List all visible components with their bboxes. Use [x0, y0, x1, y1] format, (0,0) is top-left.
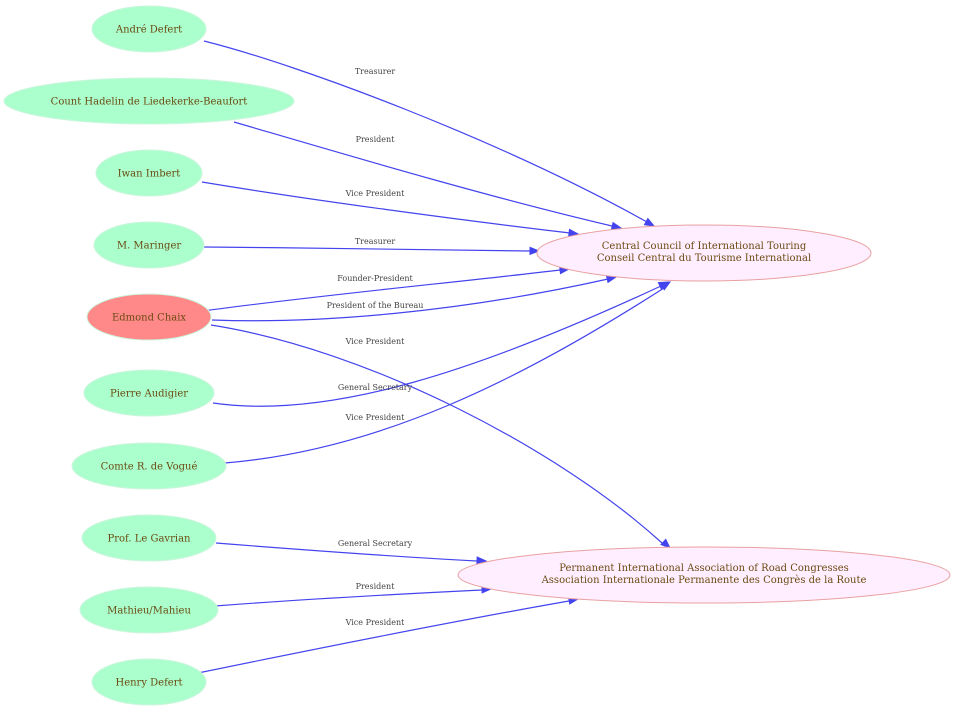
node-shape[interactable] [81, 514, 217, 562]
edge-line [197, 600, 570, 674]
node-shape[interactable] [95, 149, 203, 197]
edge-label: President [356, 582, 396, 591]
edge: Treasurer [203, 237, 541, 256]
node-shape[interactable] [71, 442, 227, 490]
edge-line [212, 285, 662, 407]
node-label: Association Internationale Permanente de… [541, 575, 867, 586]
edge-line [203, 246, 531, 252]
edge: Vice President [210, 324, 672, 549]
person-node[interactable]: Mathieu/Mahieu [79, 586, 219, 634]
edge: President of the Bureau [211, 274, 618, 322]
node-shape[interactable] [91, 658, 207, 706]
edge-label: Vice President [345, 189, 406, 198]
node-shape[interactable] [457, 546, 951, 604]
node-label: Henry Defert [115, 678, 182, 689]
person-node[interactable]: Iwan Imbert [95, 149, 203, 197]
edge-label: Vice President [345, 618, 406, 627]
person-node[interactable]: Comte R. de Vogué [71, 442, 227, 490]
person-node[interactable]: André Defert [91, 5, 207, 53]
edge-line [233, 121, 613, 227]
person-node[interactable]: Henry Defert [91, 658, 207, 706]
edge-label: Treasurer [355, 237, 395, 246]
edge-label: Treasurer [355, 67, 395, 76]
arrowhead-icon [643, 217, 656, 227]
edge-line [224, 287, 665, 464]
edge-label: President [356, 135, 396, 144]
edge-line [215, 542, 478, 562]
edge-label: General Secretary [338, 383, 413, 392]
person-node[interactable]: M. Maringer [93, 221, 205, 269]
edge-line [214, 589, 483, 607]
arrowhead-icon [659, 281, 672, 291]
edge: Vice President [224, 281, 672, 464]
edge-label: Vice President [345, 337, 406, 346]
node-label: Central Council of International Touring [602, 241, 807, 252]
node-label: Edmond Chaix [112, 313, 186, 324]
node-label: Iwan Imbert [118, 169, 181, 180]
node-shape[interactable] [86, 293, 212, 341]
edge-label: Vice President [345, 413, 406, 422]
edge: Treasurer [203, 40, 656, 227]
edge-label: Founder-President [337, 274, 413, 283]
node-shape[interactable] [83, 369, 215, 417]
node-shape[interactable] [3, 77, 295, 125]
node-shape[interactable] [79, 586, 219, 634]
edge-label: President of the Bureau [327, 301, 424, 310]
arrowhead-icon [660, 538, 672, 549]
node-label: Mathieu/Mahieu [107, 606, 191, 617]
edge-line [211, 278, 609, 322]
edge: General Secretary [215, 539, 488, 565]
edge-line [202, 269, 561, 312]
edge-label: General Secretary [338, 539, 413, 548]
edge-line [210, 324, 663, 544]
node-shape[interactable] [93, 221, 205, 269]
node-label: Prof. Le Gavrian [108, 534, 192, 545]
node-label: Comte R. de Vogué [101, 462, 198, 473]
arrowhead-icon [529, 246, 541, 256]
edge-line [201, 181, 571, 234]
edge: President [233, 121, 623, 230]
person-node[interactable]: Prof. Le Gavrian [81, 514, 217, 562]
edge: President [214, 582, 493, 607]
organization-node[interactable]: Permanent International Association of R… [457, 546, 951, 604]
node-label: Conseil Central du Tourisme Internationa… [597, 253, 811, 264]
node-label: Permanent International Association of R… [559, 563, 849, 574]
person-node[interactable]: Pierre Audigier [83, 369, 215, 417]
edge-line [203, 40, 648, 223]
node-label: André Defert [115, 25, 182, 36]
node-label: M. Maringer [117, 241, 182, 252]
node-label: Pierre Audigier [110, 389, 188, 400]
edge: Vice President [201, 181, 580, 238]
node-shape[interactable] [536, 224, 872, 282]
node-label: Count Hadelin de Liedekerke-Beaufort [51, 97, 248, 108]
edge: Vice President [197, 596, 580, 674]
organization-node[interactable]: Central Council of International Touring… [536, 224, 872, 282]
node-shape[interactable] [91, 5, 207, 53]
person-node[interactable]: Edmond Chaix [86, 293, 212, 341]
person-node[interactable]: Count Hadelin de Liedekerke-Beaufort [3, 77, 295, 125]
